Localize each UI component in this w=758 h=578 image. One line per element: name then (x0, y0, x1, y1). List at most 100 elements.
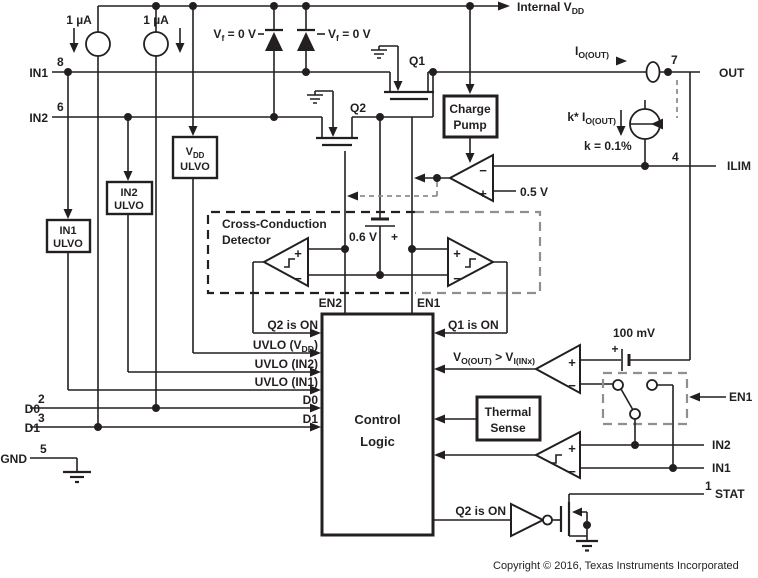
minus-sign: − (568, 464, 576, 479)
diode-in1: Vf = 0 V (297, 6, 371, 72)
arrow-down-icon (69, 43, 79, 53)
arrow-right-icon (616, 56, 627, 66)
pin-in1-number: 8 (57, 55, 64, 69)
arrow-down-icon (175, 43, 185, 53)
junction-dot (152, 2, 160, 10)
pin-in1-right-label: IN1 (712, 461, 731, 475)
pin-ilim-label: ILIM (727, 159, 751, 173)
arrow-left-icon (414, 173, 425, 183)
pin-d1-number: 3 (38, 411, 45, 425)
q1-label: Q1 (409, 54, 425, 68)
comparator-icon (447, 153, 494, 203)
pin-gnd: GND 5 (0, 442, 91, 484)
current-sense-icon (645, 61, 661, 83)
pin-out-number: 7 (671, 53, 678, 67)
fet-q1: Q1 (371, 45, 434, 101)
junction-dot (302, 68, 310, 76)
inverter-icon (510, 502, 546, 538)
ccd-title-line1: Cross-Conduction (222, 217, 327, 231)
ccd-title-line2: Detector (222, 233, 271, 247)
arrow-down-icon (616, 126, 626, 136)
pin-d0: D0 2 (25, 392, 321, 416)
thermal-sense: Thermal Sense (434, 395, 542, 442)
in1-ulvo-line2: ULVO (53, 238, 83, 250)
en2-label: EN2 (319, 296, 343, 310)
plus-sign: + (479, 186, 487, 201)
diode1-vf-label: Vf = 0 V (213, 27, 256, 43)
arrow-down-icon (188, 126, 198, 136)
internal-vdd-label: Internal VDD (517, 0, 584, 16)
arrow-left-icon (651, 118, 663, 130)
d1-signal-label: D1 (303, 412, 319, 426)
reverse-comparator: + − VO(OUT) > VI(INx) + 100 mV (434, 326, 690, 395)
current-source-2: 1 µA (143, 6, 185, 408)
vdd-ulvo-box (171, 135, 219, 180)
detector-feeds: 0.6 V + (341, 113, 416, 314)
en1-switch: EN1 (601, 371, 753, 472)
hysteresis-icon (284, 258, 295, 268)
arrow-down-icon (393, 81, 403, 91)
pin-ilim-number: 4 (672, 150, 679, 164)
junction-dot (152, 404, 160, 412)
junction-dot (270, 113, 278, 121)
ground-icon (63, 470, 91, 484)
control-logic-box (320, 312, 435, 537)
switch-lever (620, 388, 634, 411)
uvlo-in2-label: UVLO (IN2) (255, 357, 318, 371)
pin-gnd-number: 5 (40, 442, 47, 456)
charge-pump-line1: Charge (449, 102, 491, 116)
in1-ulvo-box (45, 218, 92, 254)
vref-rev-label: 100 mV (613, 326, 655, 340)
ground-icon (576, 539, 598, 552)
uvlo-in1-label: UVLO (IN1) (255, 375, 318, 389)
pin-d0-label: D0 (25, 402, 41, 416)
vdd-ulvo-branch: VDD ULVO (171, 6, 321, 358)
arrow-right-icon (310, 328, 321, 338)
arrow-left-icon (347, 191, 358, 201)
minus-sign: − (453, 271, 461, 286)
io-out-label: IO(OUT) (575, 44, 609, 60)
charge-pump: Charge Pump (442, 6, 499, 163)
pin-en1-label: EN1 (729, 390, 753, 404)
in2-ulvo-line2: ULVO (114, 200, 144, 212)
vdd-ulvo-line2: ULVO (180, 161, 210, 173)
inverter-bubble-icon (542, 514, 553, 526)
in2-ulvo-box (105, 180, 154, 216)
arrow-left-icon (689, 392, 700, 402)
in1-ulvo-line1: IN1 (59, 225, 76, 237)
vref-ccd-label: 0.6 V (349, 230, 377, 244)
arrow-left-icon (434, 364, 445, 374)
current-source-icon (143, 31, 169, 57)
q1-is-on-label: Q1 is ON (448, 318, 499, 332)
current-source-icon (85, 31, 111, 57)
pin-in2-label: IN2 (29, 111, 48, 125)
current-source-2-value: 1 µA (143, 13, 169, 27)
in1-ulvo-branch: IN1 ULVO (45, 68, 321, 395)
pin-in1-label: IN1 (29, 66, 48, 80)
current-source-1: 1 µA (66, 6, 111, 427)
k-io-label: k* IO(OUT) (567, 110, 616, 126)
pin-d1: D1 3 (25, 411, 321, 435)
q2-is-on-label: Q2 is ON (267, 318, 318, 332)
minus-sign: − (294, 271, 302, 286)
junction-dot (302, 2, 310, 10)
stat-output: Q2 is ON 1 STAT (433, 479, 745, 552)
q2-is-on-out-label: Q2 is ON (455, 504, 506, 518)
switch-contact-icon (629, 408, 641, 420)
vo-gt-vi-label: VO(OUT) > VI(INx) (453, 350, 535, 366)
control-logic-line1: Control (354, 412, 400, 427)
diode-icon (297, 32, 315, 51)
arrow-left-icon (572, 507, 582, 517)
hysteresis-icon (551, 454, 562, 464)
plus-sign: + (294, 246, 302, 261)
copyright-text: Copyright © 2016, Texas Instruments Inco… (493, 560, 739, 572)
plus-sign: + (453, 246, 461, 261)
internal-vdd-rail: Internal VDD (98, 0, 584, 16)
switch-contact-icon (646, 379, 658, 391)
in2-ulvo-branch: IN2 ULVO (105, 113, 321, 377)
k-current-source: k* IO(OUT) k = 0.1% (567, 100, 663, 166)
cross-conduction-detector: Cross-Conduction Detector + − + − EN2 EN… (206, 210, 542, 333)
arrow-right-icon (498, 1, 510, 11)
thermal-line1: Thermal (485, 405, 532, 419)
arrow-down-icon (465, 84, 475, 94)
